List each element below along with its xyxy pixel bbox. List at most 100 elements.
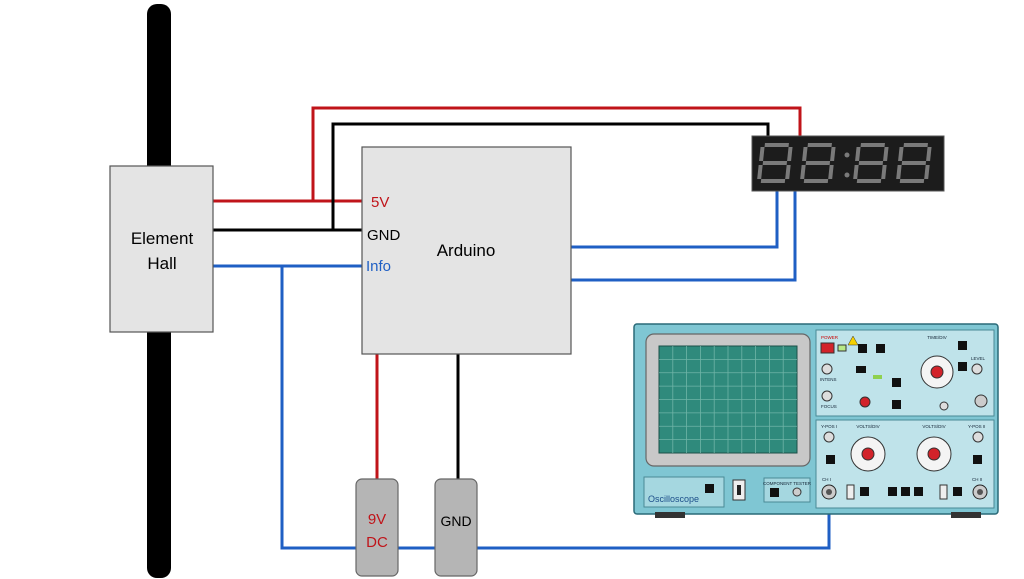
focus-label: FOCUS (821, 404, 837, 409)
scope-graticule (659, 346, 797, 453)
x-pos-knob[interactable] (939, 401, 949, 411)
mode-button-1[interactable] (860, 487, 869, 496)
display-digit (757, 143, 793, 183)
display-segment (924, 165, 930, 179)
arduino-block: Arduino 5V GND Info (361, 146, 572, 355)
warning-icon (847, 335, 859, 346)
component-tester-jack[interactable] (792, 487, 802, 497)
display-digit (896, 143, 932, 183)
display-segment (856, 179, 882, 183)
display-segment (828, 165, 834, 179)
mode-button-2[interactable] (888, 487, 897, 496)
wire-5v-display (311, 106, 802, 201)
mode-button-5[interactable] (953, 487, 962, 496)
display-digit (853, 143, 889, 183)
wire-gnd-display (331, 122, 770, 230)
wire-arduino-display-1 (571, 190, 779, 249)
display-segment (855, 147, 861, 161)
scope-button-d[interactable] (892, 378, 901, 387)
display-segment (899, 179, 925, 183)
volts-div-2-knob[interactable] (927, 447, 941, 461)
y-pos-1-knob[interactable] (823, 431, 835, 443)
mode-button-3[interactable] (901, 487, 910, 496)
hall-sensor-block: Element Hall (109, 165, 214, 333)
battery-label-line1: 9V (368, 511, 386, 528)
ch1-label: CH I (822, 477, 831, 482)
battery-9v: 9V DC (355, 478, 399, 577)
arduino-title: Arduino (437, 241, 496, 260)
display-digit (800, 143, 836, 183)
scope-button-a[interactable] (858, 344, 867, 353)
mode-switch-2[interactable] (939, 484, 948, 500)
scope-jack-top-right[interactable] (974, 394, 988, 408)
display-colon-dot (844, 172, 850, 178)
y-pos-1-label: Y-POS I (821, 424, 837, 429)
volts-div-1-label: VOLTS/DIV (856, 424, 879, 429)
invert-1-button[interactable] (826, 455, 835, 464)
display-segment (901, 161, 927, 165)
seven-segment-display (751, 135, 945, 192)
timebase-knob[interactable] (930, 365, 944, 379)
wires (213, 106, 831, 550)
display-segment (757, 165, 763, 179)
level-label: LEVEL (971, 356, 986, 361)
ground-block: GND (434, 478, 478, 577)
wire-arduino-display-2 (571, 190, 797, 282)
mode-switch-1[interactable] (846, 484, 855, 500)
mode-button-4[interactable] (914, 487, 923, 496)
focus-knob[interactable] (821, 390, 833, 402)
scope-brand: Oscilloscope (648, 494, 699, 504)
display-segment (883, 147, 889, 161)
timebase-label: TIME/DIV (927, 335, 947, 340)
trigger-led (873, 375, 882, 379)
volts-div-2-label: VOLTS/DIV (922, 424, 945, 429)
level-knob[interactable] (971, 363, 983, 375)
display-segment (807, 143, 832, 147)
display-segment (898, 147, 904, 161)
display-segment (759, 147, 765, 161)
scope-button-b[interactable] (876, 344, 885, 353)
hall-label-line1: Element (131, 229, 194, 248)
display-segment (785, 165, 791, 179)
display-segment (903, 143, 928, 147)
hold-knob[interactable] (859, 396, 871, 408)
battery-label-line2: DC (366, 534, 388, 551)
y-pos-2-label: Y-POS II (968, 424, 985, 429)
hall-label-line2: Hall (147, 254, 176, 273)
pin-gnd-label: GND (367, 227, 401, 244)
display-segment (764, 143, 789, 147)
display-segment (896, 165, 902, 179)
scope-small-button[interactable] (705, 484, 714, 493)
display-segment (800, 165, 806, 179)
power-button[interactable] (820, 342, 835, 354)
intens-label: INTENS (820, 377, 837, 382)
scope-button-c[interactable] (856, 366, 866, 373)
display-segment (802, 147, 808, 161)
oscilloscope: Oscilloscope COMPONENT TESTER POWER INTE… (633, 323, 999, 518)
display-segment (803, 179, 829, 183)
component-tester-button[interactable] (770, 488, 779, 497)
wire-info-scope (280, 266, 831, 550)
display-segment (830, 147, 836, 161)
component-tester-label: COMPONENT TESTER (763, 481, 812, 486)
display-segment (787, 147, 793, 161)
scope-button-g[interactable] (958, 362, 967, 371)
display-segment (926, 147, 932, 161)
display-segment (858, 161, 884, 165)
pin-info-label: Info (366, 258, 391, 275)
power-indicator (837, 344, 847, 352)
volts-div-1-knob[interactable] (861, 447, 875, 461)
scope-button-e[interactable] (892, 400, 901, 409)
invert-2-button[interactable] (973, 455, 982, 464)
power-label: POWER (821, 335, 839, 340)
display-segment (762, 161, 788, 165)
ch2-label: CH II (972, 477, 982, 482)
display-segment (881, 165, 887, 179)
display-segment (860, 143, 885, 147)
display-segment (760, 179, 786, 183)
scope-button-f[interactable] (958, 341, 967, 350)
intens-knob[interactable] (821, 363, 833, 375)
y-pos-2-knob[interactable] (972, 431, 984, 443)
display-colon-dot (844, 152, 850, 158)
